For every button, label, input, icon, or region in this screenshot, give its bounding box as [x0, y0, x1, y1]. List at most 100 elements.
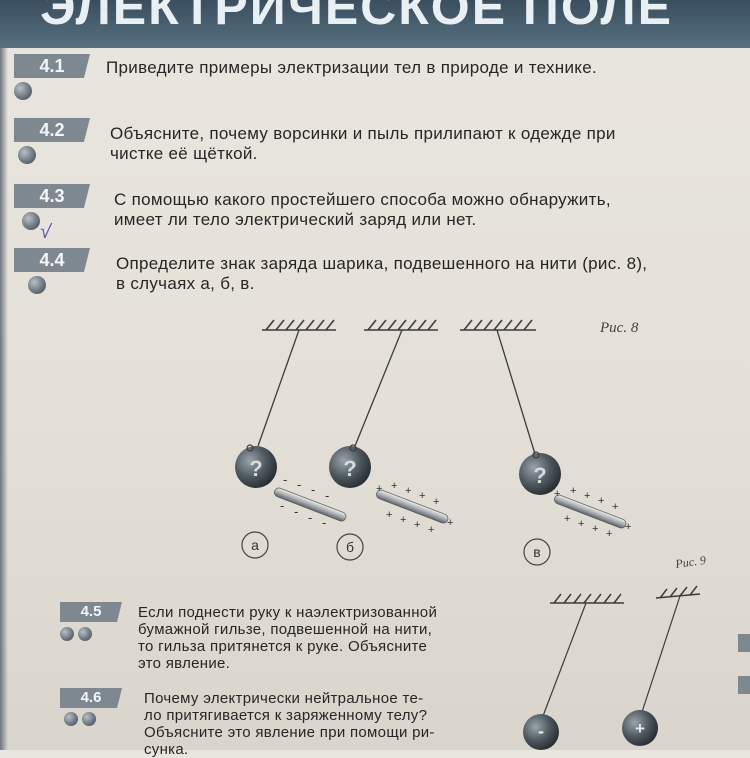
task-line: чистке её щёткой. — [110, 144, 258, 163]
task-line: Объясните это явление при помощи ри- — [144, 724, 435, 741]
task-text-4-1: Приведите примеры электризации тел в при… — [106, 58, 736, 78]
plus-sign: + — [592, 523, 598, 535]
minus-sign: - — [311, 482, 315, 497]
plus-sign: + — [625, 521, 631, 533]
case-label-circle-b — [336, 533, 364, 561]
chapter-title: ЭЛЕКТРИЧЕСКОЕ ПОЛЕ — [40, 0, 673, 35]
task-line: имеет ли тело электрический заряд или не… — [114, 210, 477, 229]
minus-sign: - — [538, 721, 544, 741]
task-text-4-3: С помощью какого простейшего способа мож… — [114, 190, 740, 230]
task-line: в случаях а, б, в. — [116, 274, 255, 293]
plus-sign: + — [428, 524, 434, 536]
negative-ball — [523, 714, 559, 750]
page-binding-shadow — [0, 48, 8, 750]
task-number-4-1: 4.1 — [14, 54, 90, 78]
figure-8-caption: Рис. 8 — [599, 320, 639, 336]
positive-ball — [622, 710, 658, 746]
difficulty-dot-icon — [28, 276, 46, 294]
minus-sign: - — [297, 477, 301, 492]
task-line: Приведите примеры электризации тел в при… — [106, 58, 597, 77]
ceiling-b — [364, 319, 438, 331]
ceiling-a — [262, 319, 336, 331]
task-line: ло притягивается к заряженному телу? — [144, 707, 428, 724]
difficulty-dot-icon — [64, 712, 78, 726]
task-line: Если поднести руку к наэлектризованной — [138, 604, 438, 621]
task-text-4-4: Определите знак заряда шарика, подвешенн… — [116, 254, 742, 294]
plus-sign: + — [578, 518, 584, 530]
thread-b — [354, 329, 403, 447]
plus-sign: + — [564, 513, 570, 525]
thread-9-right — [641, 595, 681, 713]
task-number-4-4: 4.4 — [14, 248, 90, 272]
thread-a — [257, 329, 300, 447]
difficulty-dot-icon — [22, 212, 40, 230]
rod-b — [376, 489, 449, 524]
rod-a-charges: - - - - - - - - — [280, 472, 329, 530]
plus-sign: + — [635, 719, 645, 738]
ball-hook — [349, 444, 357, 452]
task-line: бумажной гильзе, подвешенной на нити, — [138, 621, 433, 638]
plus-sign: + — [554, 488, 560, 500]
plus-sign: + — [391, 480, 397, 492]
thread-c — [496, 329, 536, 455]
ball-hook — [532, 451, 540, 459]
task-number-4-2: 4.2 — [14, 118, 90, 142]
plus-sign: + — [376, 483, 382, 495]
rod-c-charges: + + + + + + + + + + — [554, 485, 631, 540]
case-label-c: в — [533, 544, 540, 560]
next-column-badge-edge — [738, 676, 750, 694]
plus-sign: + — [612, 501, 618, 513]
plus-sign: + — [606, 528, 612, 540]
minus-sign: - — [294, 504, 298, 519]
ball-hook — [246, 444, 254, 452]
task-line: Почему электрически нейтральное те- — [144, 690, 424, 707]
ceiling-9-left — [550, 593, 624, 604]
task-line: Объясните, почему ворсинки и пыль прилип… — [110, 124, 616, 143]
charged-ball-c — [519, 453, 561, 495]
plus-sign: + — [433, 496, 439, 508]
figure-9-caption: Рис. 9 — [673, 553, 706, 571]
plus-sign: + — [447, 517, 453, 529]
difficulty-dot-icon — [82, 712, 96, 726]
task-line: С помощью какого простейшего способа мож… — [114, 190, 611, 209]
task-number-4-5: 4.5 — [60, 602, 122, 622]
rod-a — [274, 487, 347, 522]
ball-question-mark: ? — [533, 463, 546, 488]
minus-sign: - — [308, 510, 312, 525]
difficulty-dot-icon — [60, 627, 74, 641]
difficulty-dot-icon — [14, 82, 32, 100]
task-number-4-3: 4.3 — [14, 184, 90, 208]
chapter-header: ЭЛЕКТРИЧЕСКОЕ ПОЛЕ — [0, 0, 750, 48]
minus-sign: - — [283, 472, 287, 487]
difficulty-dot-icon — [78, 627, 92, 641]
task-line: Определите знак заряда шарика, подвешенн… — [116, 254, 648, 273]
ball-question-mark: ? — [343, 456, 356, 481]
case-label-b: б — [346, 539, 354, 555]
ball-question-mark: ? — [249, 456, 262, 481]
rod-c — [554, 494, 627, 529]
plus-sign: + — [419, 490, 425, 502]
case-label-circle-c — [523, 538, 551, 566]
task-line: то гильза притянется к руке. Объясните — [138, 638, 428, 655]
plus-sign: + — [400, 514, 406, 526]
ceiling-c — [460, 319, 536, 331]
minus-sign: - — [322, 515, 326, 530]
task-text-4-6: Почему электрически нейтральное те- ло п… — [144, 690, 520, 758]
task-line: это явление. — [138, 655, 231, 672]
ceiling-9-right — [655, 585, 701, 599]
difficulty-dot-icon — [18, 146, 36, 164]
plus-sign: + — [386, 509, 392, 521]
case-label-circle-a — [241, 531, 269, 559]
minus-sign: - — [280, 498, 284, 513]
thread-9-left — [542, 602, 587, 717]
task-text-4-2: Объясните, почему ворсинки и пыль прилип… — [110, 124, 740, 164]
task-text-4-5: Если поднести руку к наэлектризованной б… — [138, 604, 518, 672]
rod-b-charges: + + + + + + + + + + — [376, 480, 453, 536]
task-number-4-6: 4.6 — [60, 688, 122, 708]
charged-ball-b — [329, 446, 371, 488]
plus-sign: + — [405, 485, 411, 497]
next-column-badge-edge — [738, 634, 750, 652]
plus-sign: + — [414, 519, 420, 531]
charged-ball-a — [235, 446, 277, 488]
